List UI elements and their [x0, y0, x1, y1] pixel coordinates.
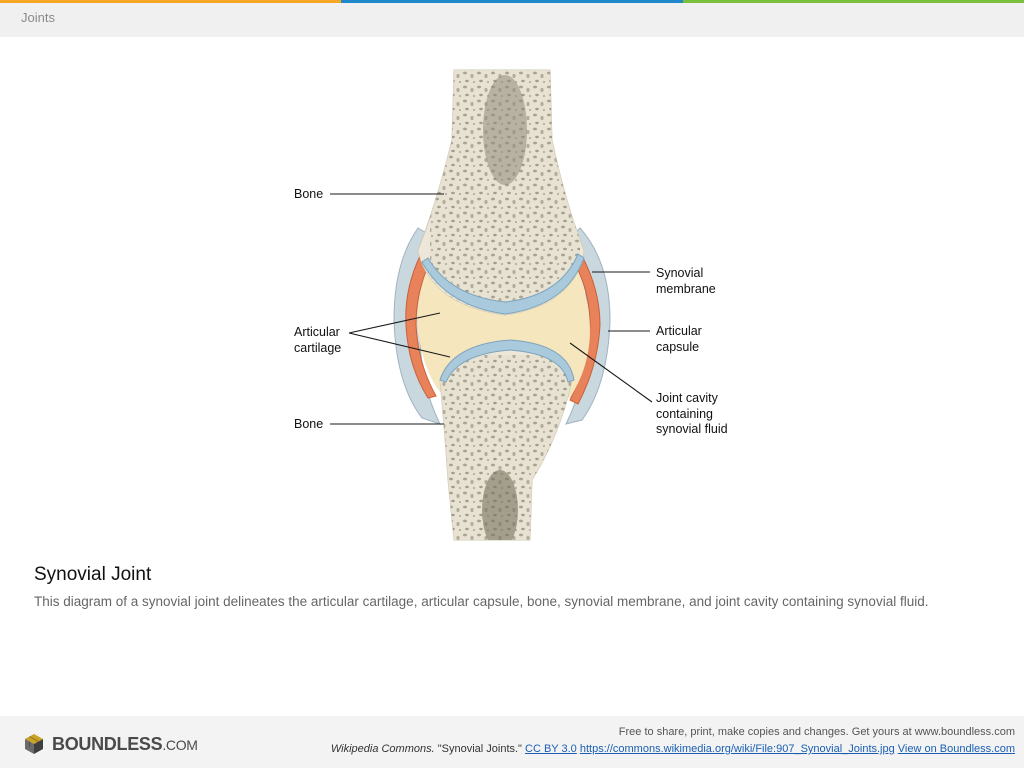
caption-description: This diagram of a synovial joint delinea…	[34, 594, 929, 609]
logo-suffix: .COM	[162, 736, 198, 753]
free-share-text: Free to share, print, make copies and ch…	[618, 726, 1015, 738]
accent-stripe-orange	[0, 0, 341, 3]
accent-stripe-green	[683, 0, 1024, 3]
label-synovial-membrane: Synovial membrane	[656, 266, 716, 296]
caption-title: Synovial Joint	[34, 564, 152, 585]
attribution: Wikipedia Commons. "Synovial Joints." CC…	[331, 743, 1015, 755]
section-title: Joints	[21, 10, 55, 25]
view-on-boundless-link[interactable]: View on Boundless.com	[897, 743, 1015, 755]
upper-cartilage	[421, 253, 585, 315]
leader-cartilage-lower	[348, 332, 451, 358]
footer: BOUNDLESS.COM Free to share, print, make…	[0, 716, 1024, 768]
synovial-membrane-left	[405, 255, 437, 399]
lower-cartilage	[439, 339, 575, 383]
synovial-membrane-right	[569, 255, 601, 405]
source-name: Wikipedia Commons.	[330, 743, 435, 755]
boundless-logo[interactable]: BOUNDLESS.COM	[22, 732, 198, 756]
label-bone-bottom: Bone	[294, 417, 324, 431]
label-articular-cartilage: Articular cartilage	[294, 325, 342, 355]
leader-cartilage-upper	[348, 312, 441, 334]
source-title: "Synovial Joints."	[434, 743, 526, 755]
accent-stripe-blue	[341, 0, 683, 3]
license-link[interactable]: CC BY 3.0	[525, 743, 577, 755]
top-bar: Joints	[0, 0, 1024, 37]
label-joint-cavity: Joint cavity containing synovial fluid	[656, 391, 728, 436]
logo-main: BOUNDLESS	[52, 733, 163, 754]
synovial-joint-diagram: Bone Articular cartilage Bone Synovial m…	[0, 37, 1024, 557]
cube-logo-icon	[25, 734, 43, 754]
label-articular-capsule: Articular capsule	[656, 324, 702, 354]
label-bone-top: Bone	[294, 187, 324, 201]
logo-wordmark: BOUNDLESS.COM	[52, 734, 198, 755]
joint-illustration	[330, 69, 653, 541]
source-url-link[interactable]: https://commons.wikimedia.org/wiki/File:…	[579, 743, 895, 755]
leader-joint-cavity	[569, 342, 653, 403]
